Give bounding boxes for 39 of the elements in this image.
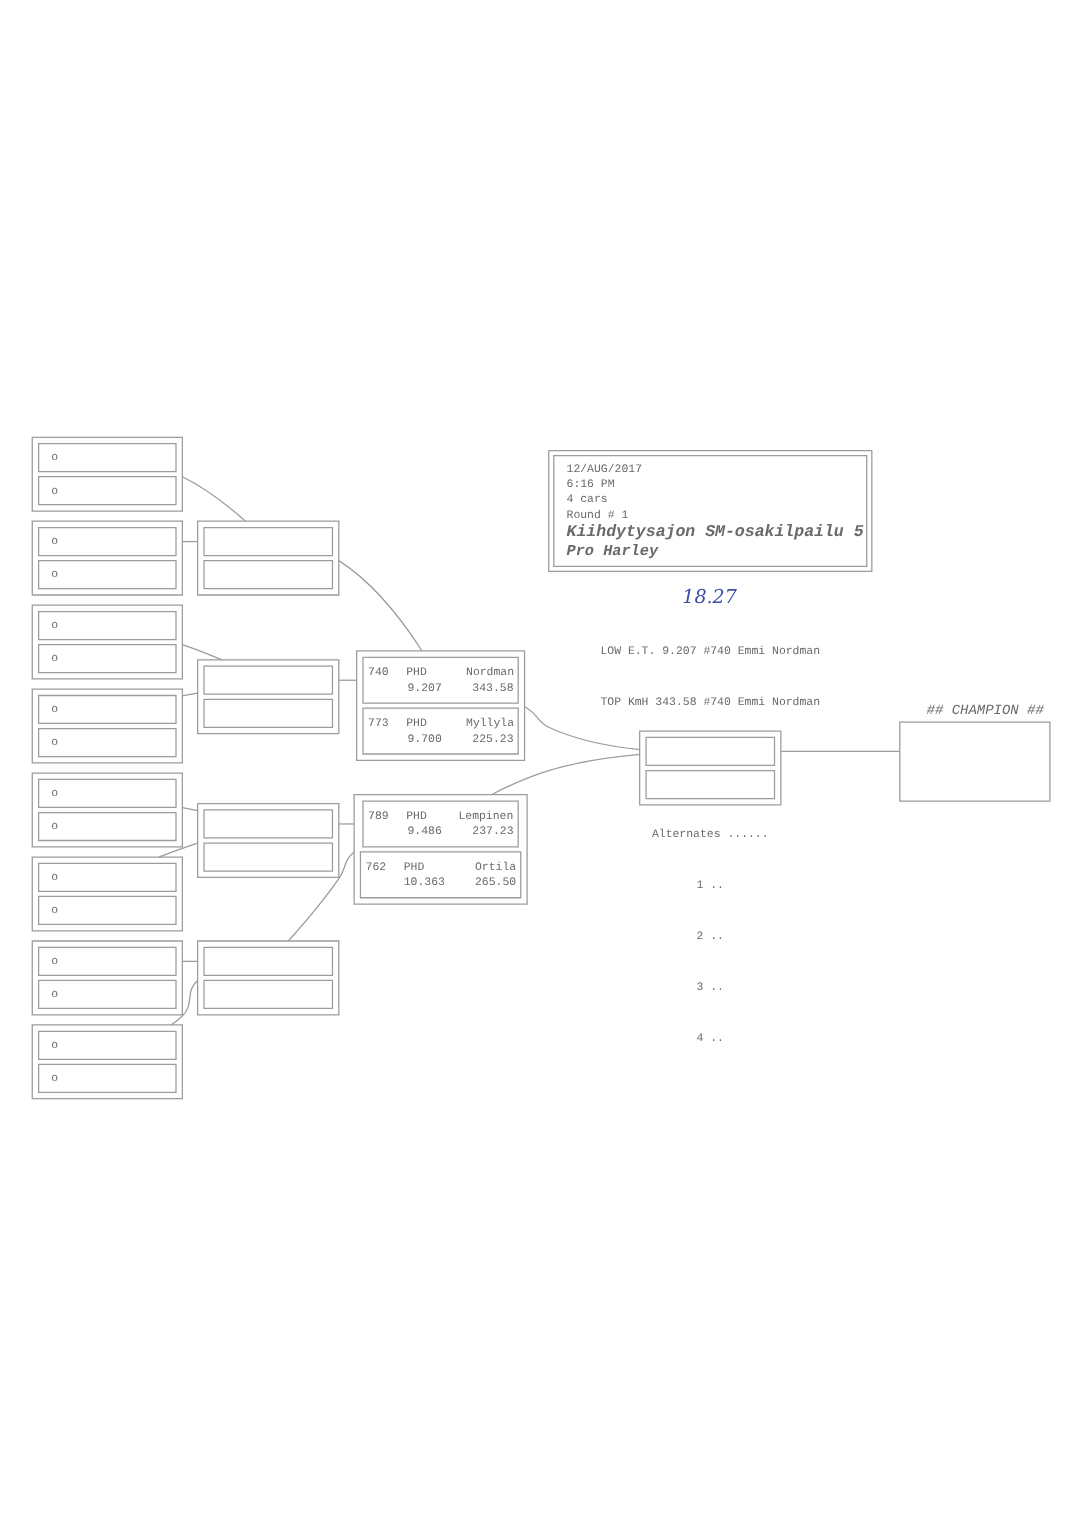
connector (338, 823, 355, 825)
cluster (356, 650, 526, 761)
connector (181, 643, 223, 661)
connector (523, 706, 641, 751)
node-box (645, 769, 776, 800)
node-box (203, 979, 334, 1010)
cluster (197, 520, 340, 596)
cluster (353, 794, 528, 905)
cluster (639, 730, 782, 806)
node-box (203, 698, 334, 728)
connector (287, 851, 355, 942)
label: 18.27 (682, 587, 737, 610)
cluster (31, 520, 183, 596)
connector (338, 560, 423, 652)
node-box (645, 736, 776, 767)
cluster (197, 940, 340, 1016)
cluster (31, 436, 183, 512)
cluster (31, 688, 183, 764)
connector (780, 750, 901, 753)
cluster (31, 940, 183, 1016)
connector (181, 476, 247, 522)
connector (170, 979, 199, 1026)
connector (181, 807, 199, 812)
node-box (203, 560, 334, 590)
connector (490, 753, 641, 796)
node-box (203, 665, 334, 695)
node-box (899, 721, 1051, 802)
node-box (203, 946, 334, 976)
cluster (31, 856, 183, 932)
node-box (203, 526, 334, 557)
cluster (197, 659, 340, 735)
cluster (31, 1024, 183, 1100)
connector (181, 692, 199, 697)
cluster (31, 772, 183, 848)
cluster (31, 604, 183, 680)
node-box (203, 842, 334, 872)
connector (158, 842, 199, 858)
node-box (203, 809, 334, 839)
cluster (197, 803, 340, 879)
